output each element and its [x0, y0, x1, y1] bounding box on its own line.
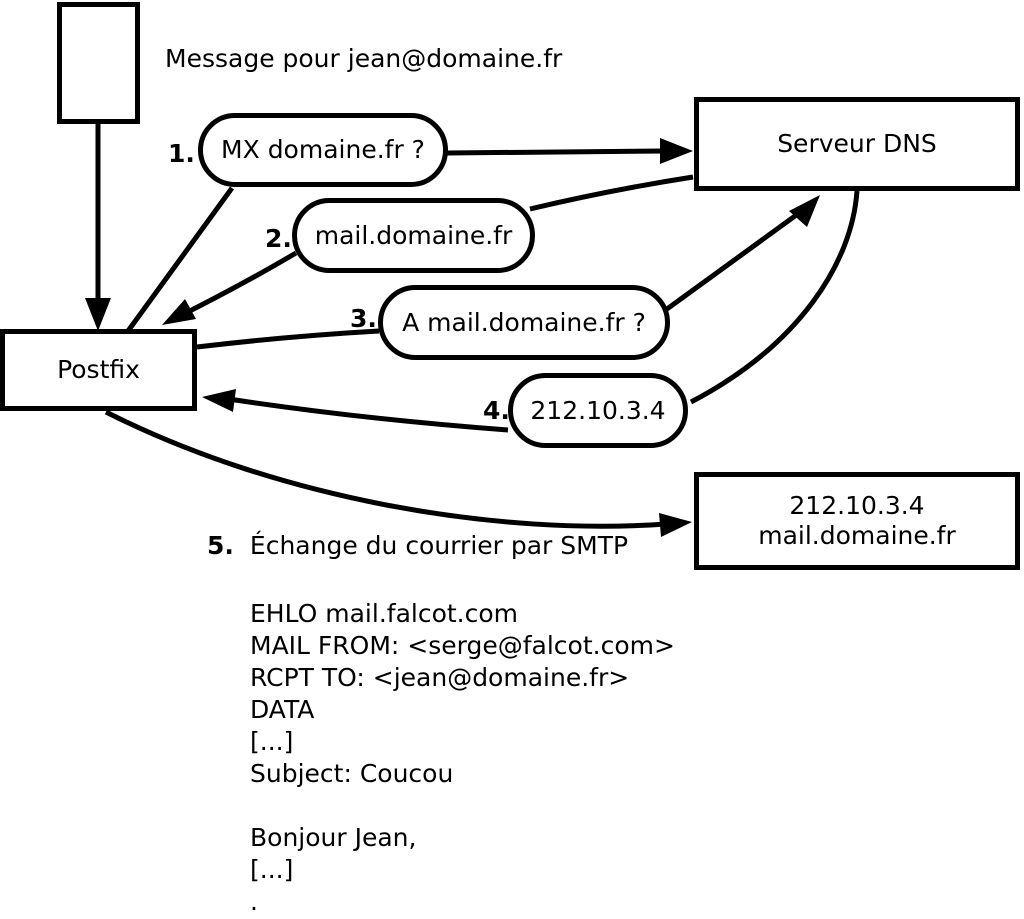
- step5-label: Échange du courrier par SMTP: [249, 531, 629, 560]
- mail-server-ip: 212.10.3.4: [789, 491, 925, 520]
- smtp-session-transcript: EHLO mail.falcot.com MAIL FROM: <serge@f…: [250, 598, 675, 918]
- wire-step1-to-dns: [446, 148, 665, 156]
- postfix-box: Postfix: [0, 329, 197, 411]
- step1-label: MX domaine.fr ?: [221, 135, 425, 164]
- dns-server-label: Serveur DNS: [777, 129, 937, 158]
- smtp-line-greeting: Bonjour Jean,: [250, 823, 417, 852]
- smtp-line-ehlo: EHLO mail.falcot.com: [250, 599, 519, 628]
- step3-label: A mail.domaine.fr ?: [402, 307, 646, 337]
- arrowhead-step3-into-dns-icon: [789, 195, 820, 227]
- smtp-line-subject: Subject: Coucou: [250, 759, 454, 788]
- step3-pill: A mail.domaine.fr ?: [378, 285, 670, 360]
- mail-client-box: [57, 2, 140, 124]
- step2-number: 2.: [265, 224, 292, 253]
- smtp-line-mail-from: MAIL FROM: <serge@falcot.com>: [250, 631, 675, 660]
- arrowhead-into-dns-left-icon: [660, 138, 693, 164]
- wire-dns-to-step4: [689, 190, 860, 405]
- arrowhead-into-postfix-top-icon: [85, 298, 111, 331]
- dns-server-box: Serveur DNS: [694, 97, 1020, 191]
- smtp-line-data: DATA: [250, 695, 315, 724]
- wire-postfix-to-step3: [196, 328, 380, 350]
- step4-number: 4.: [483, 396, 510, 425]
- arrowhead-step2-into-postfix-icon: [162, 299, 196, 325]
- step2-pill: mail.domaine.fr: [292, 198, 535, 273]
- wire-postfix-to-mailserver: [104, 409, 667, 529]
- wire-postfix-to-step1: [125, 186, 235, 333]
- wire-step3-to-dns: [665, 205, 808, 312]
- message-caption: Message pour jean@domaine.fr: [165, 44, 563, 73]
- step1-number: 1.: [168, 139, 195, 168]
- wire-dns-to-step2: [529, 174, 694, 212]
- step2-label: mail.domaine.fr: [314, 220, 513, 250]
- step4-label: 212.10.3.4: [530, 395, 666, 425]
- mail-server-box: 212.10.3.4 mail.domaine.fr: [694, 472, 1020, 570]
- smtp-line-rcpt-to: RCPT TO: <jean@domaine.fr>: [250, 663, 630, 692]
- step5-caption: 5. Échange du courrier par SMTP: [207, 531, 628, 561]
- arrowhead-step4-into-postfix-icon: [202, 389, 236, 412]
- wire-step4-to-postfix: [221, 395, 509, 433]
- smtp-line-end-dot: .: [250, 887, 258, 916]
- smtp-line-ellipsis-1: [...]: [250, 727, 294, 756]
- step5-number: 5.: [207, 531, 234, 560]
- step4-pill: 212.10.3.4: [508, 373, 688, 448]
- step3-number: 3.: [350, 304, 377, 333]
- arrowhead-into-mailserver-icon: [659, 513, 692, 537]
- smtp-line-blank: [250, 790, 675, 822]
- mail-server-hostname: mail.domaine.fr: [758, 521, 956, 550]
- postfix-label: Postfix: [57, 355, 140, 384]
- step1-pill: MX domaine.fr ?: [198, 113, 448, 187]
- smtp-line-ellipsis-2: [...]: [250, 855, 294, 884]
